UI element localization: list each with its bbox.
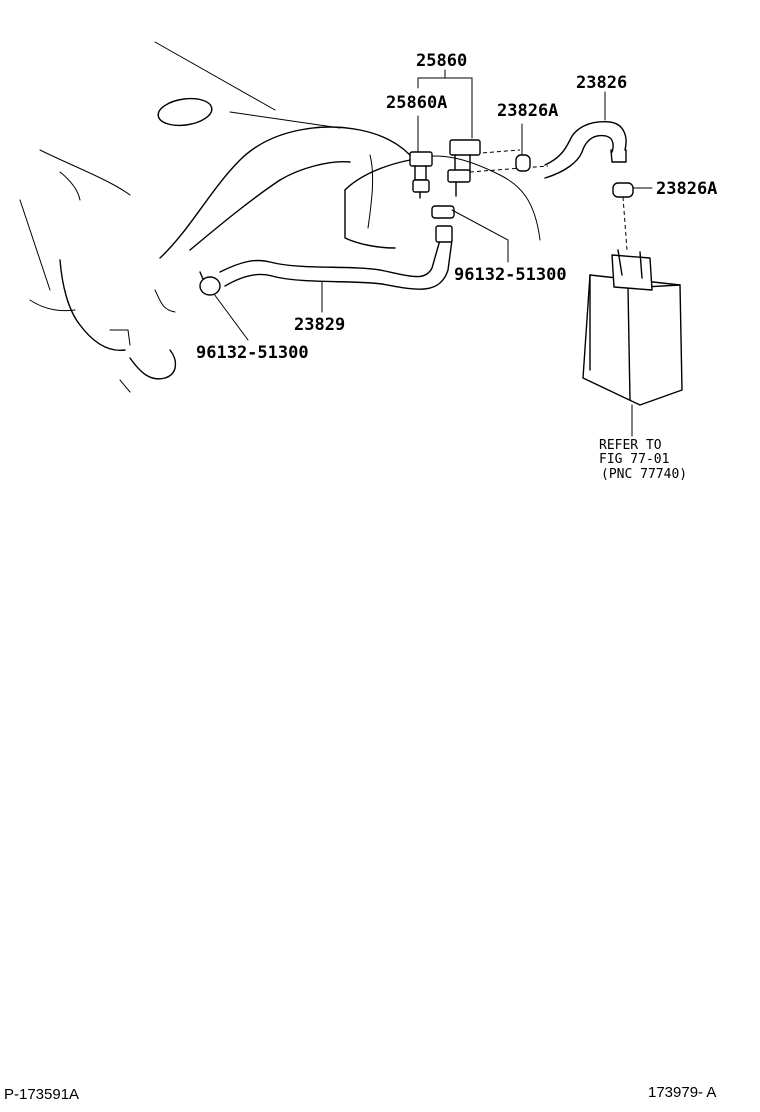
reference-note: REFER TO FIG 77-01 (PNC 77740) — [599, 438, 687, 482]
engine-outline — [19, 41, 549, 393]
note-line-1: REFER TO — [599, 438, 662, 453]
callout-23826a-top: 23826A — [497, 101, 558, 121]
hose-23826 — [515, 121, 634, 251]
vsv-assembly — [409, 139, 481, 199]
footer-left-id: P-173591A — [4, 1086, 80, 1103]
leader-lines — [213, 69, 653, 437]
charcoal-canister — [582, 249, 683, 406]
hose-23829 — [199, 205, 455, 296]
callout-96132-right: 96132-51300 — [454, 265, 567, 285]
footer-right-id: 173979- A — [648, 1084, 717, 1101]
callout-23826a-right: 23826A — [656, 179, 717, 199]
callout-23826: 23826 — [576, 73, 627, 93]
callout-labels: 25860 25860A 23826 23826A 23826A 96132-5… — [196, 51, 717, 363]
note-line-3: (PNC 77740) — [601, 467, 687, 482]
callout-25860a: 25860A — [386, 93, 447, 113]
callout-96132-left: 96132-51300 — [196, 343, 309, 363]
callout-23829: 23829 — [294, 315, 345, 335]
note-line-2: FIG 77-01 — [599, 452, 669, 467]
callout-25860: 25860 — [416, 51, 467, 71]
